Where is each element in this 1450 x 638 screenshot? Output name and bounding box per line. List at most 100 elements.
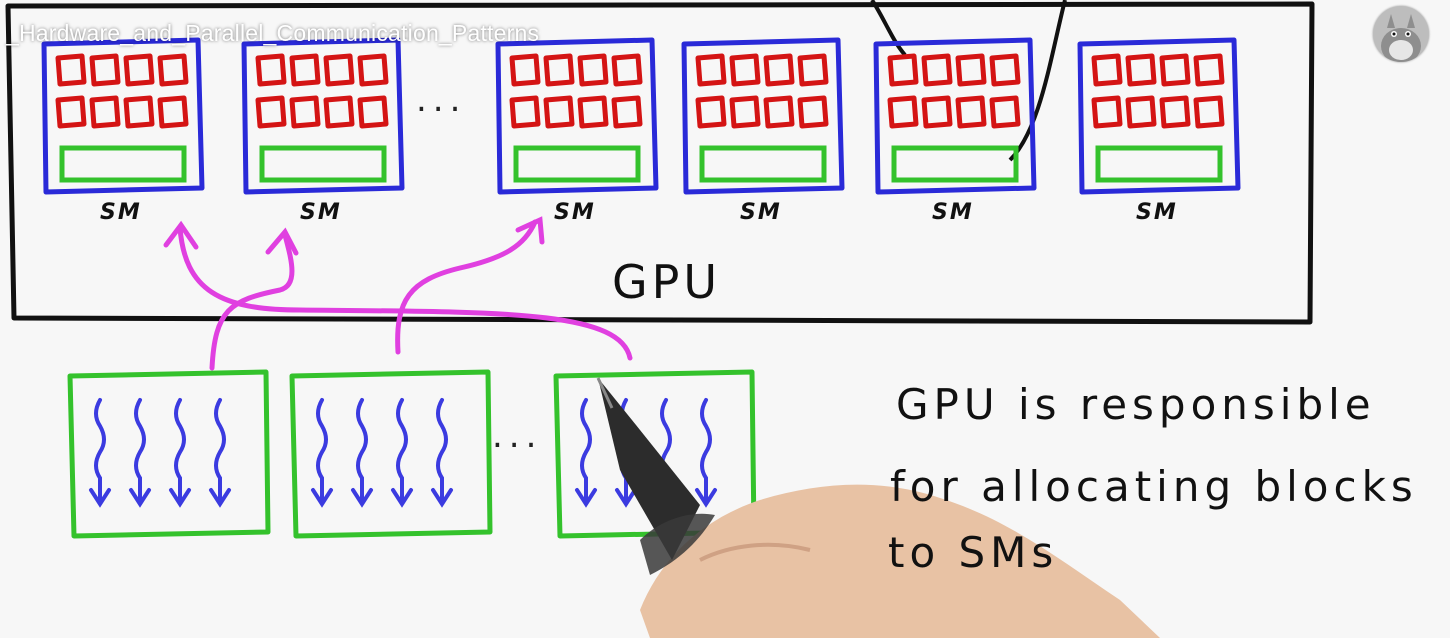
sm-core <box>357 53 389 87</box>
gpu-outline <box>5 1 1315 325</box>
thread-arrow-head <box>431 488 453 508</box>
thread-arrow <box>436 398 448 502</box>
thread-block <box>289 369 493 539</box>
thread-arrow-head <box>615 488 637 508</box>
sm-core <box>509 53 541 87</box>
thread-arrow-head <box>129 488 151 508</box>
sm-outline <box>41 37 205 195</box>
sm-core <box>577 95 609 129</box>
hand-with-pen-icon <box>596 377 1160 638</box>
video-title[interactable]: _Hardware_and_Parallel_Communication_Pat… <box>6 20 540 46</box>
thread-block-outline <box>67 369 271 539</box>
note-line-1: GPU is responsible <box>896 380 1376 429</box>
sm-outline <box>681 37 845 195</box>
sm-unit <box>1077 37 1241 195</box>
thread-arrow-head <box>209 488 231 508</box>
sm-core <box>157 95 189 129</box>
thread-arrow-head <box>311 488 333 508</box>
sm-core <box>729 95 761 129</box>
sm-unit <box>495 37 659 195</box>
sm-outline <box>495 37 659 195</box>
sm-outline <box>241 37 405 195</box>
sm-core <box>611 95 643 129</box>
sm-core <box>323 95 355 129</box>
sm-core <box>543 53 575 87</box>
allocation-arrow-3 <box>395 219 538 355</box>
sm-core <box>157 53 189 87</box>
sm-core <box>55 53 87 87</box>
sm-shared-memory <box>1095 145 1223 183</box>
sm-core <box>1091 95 1123 129</box>
sm-core <box>1193 53 1225 87</box>
note-line-3: to SMs <box>888 528 1059 577</box>
sm-core <box>123 95 155 129</box>
allocation-arrow-3-head <box>515 216 545 245</box>
thread-arrow-head <box>575 488 597 508</box>
sm-core <box>729 53 761 87</box>
note-line-2: for allocating blocks <box>890 462 1418 511</box>
sm-core <box>1159 95 1191 129</box>
thread-block <box>67 369 271 539</box>
pointer-line-right <box>1008 0 1067 162</box>
sm-core <box>89 53 121 87</box>
sm-label: SM <box>740 200 782 225</box>
allocation-arrows <box>163 216 633 371</box>
thread-arrow-head <box>351 488 373 508</box>
sm-core <box>509 95 541 129</box>
allocation-arrow-1-head <box>265 227 299 256</box>
sm-core <box>357 95 389 129</box>
sm-unit <box>241 37 405 195</box>
sm-core <box>289 53 321 87</box>
sm-outline <box>1077 37 1241 195</box>
sm-core <box>255 53 287 87</box>
thread-arrow-head <box>169 488 191 508</box>
sm-core <box>763 53 795 87</box>
sm-core <box>797 53 829 87</box>
sm-label: SM <box>1136 200 1178 225</box>
thread-arrow <box>134 398 146 502</box>
sm-core <box>323 53 355 87</box>
sm-core <box>887 95 919 129</box>
sm-core <box>989 53 1021 87</box>
sm-core <box>1125 95 1157 129</box>
sm-core <box>289 95 321 129</box>
allocation-arrow-2 <box>177 225 633 361</box>
sm-core <box>695 95 727 129</box>
sm-core <box>887 53 919 87</box>
sm-outline <box>873 37 1037 195</box>
sm-core <box>1125 53 1157 87</box>
sm-shared-memory <box>259 145 387 183</box>
sm-core <box>955 95 987 129</box>
sm-shared-memory <box>59 145 187 183</box>
thread-arrow <box>316 398 328 502</box>
sm-core <box>955 53 987 87</box>
allocation-arrow-2-head <box>163 220 199 250</box>
thread-arrow <box>396 398 408 502</box>
sm-shared-memory <box>513 145 641 183</box>
sm-core <box>921 95 953 129</box>
sm-core <box>577 53 609 87</box>
thread-block-outline <box>289 369 493 539</box>
sm-label: SM <box>300 200 342 225</box>
thread-arrow <box>580 398 592 502</box>
sm-core <box>695 53 727 87</box>
sm-label: SM <box>932 200 974 225</box>
channel-avatar-icon[interactable] <box>1373 6 1429 62</box>
sm-unit <box>873 37 1037 195</box>
sm-core <box>763 95 795 129</box>
sm-core <box>1159 53 1191 87</box>
sm-core <box>611 53 643 87</box>
sm-core <box>89 95 121 129</box>
sm-unit <box>681 37 845 195</box>
thread-arrow-head <box>89 488 111 508</box>
thread-arrow <box>356 398 368 502</box>
sm-core <box>989 95 1021 129</box>
sm-core <box>123 53 155 87</box>
sm-core <box>1193 95 1225 129</box>
sm-label: SM <box>554 200 596 225</box>
thread-arrow <box>94 398 106 502</box>
thread-arrow-head <box>391 488 413 508</box>
sm-core <box>255 95 287 129</box>
